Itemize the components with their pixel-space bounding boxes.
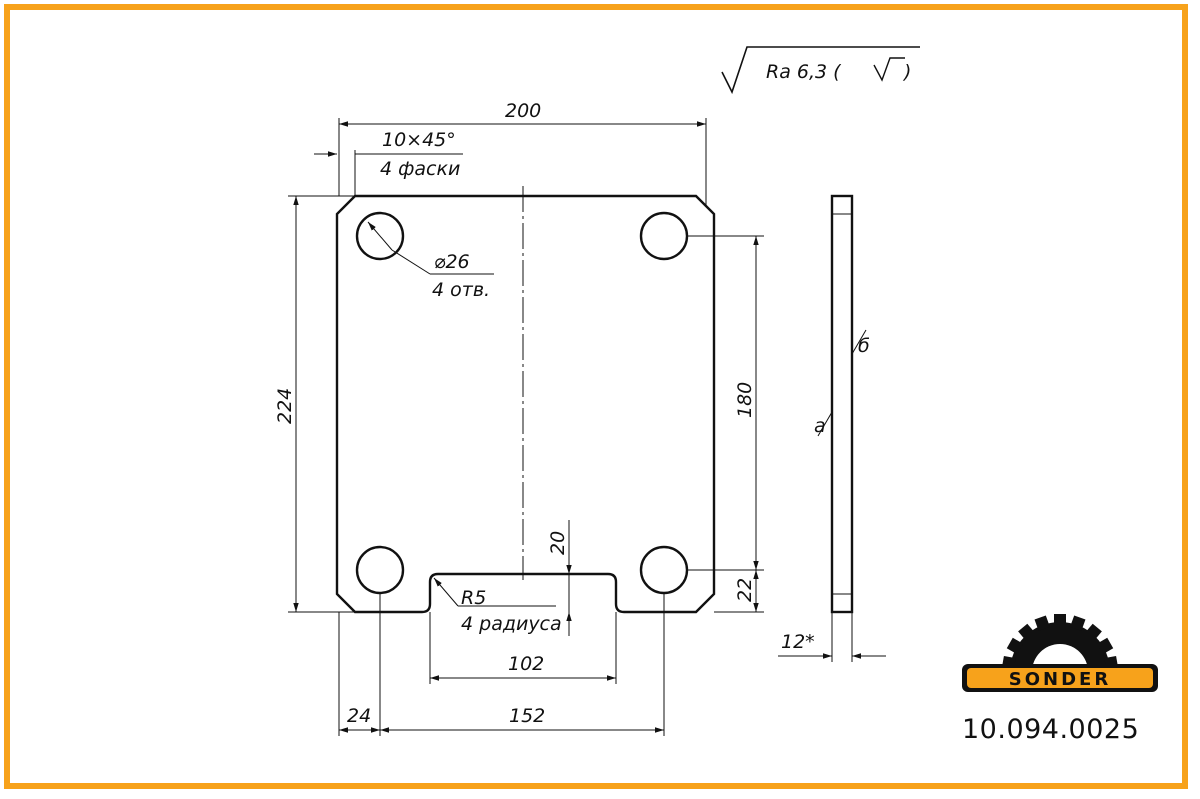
dimension-hole-offset-bottom: 22 <box>714 570 764 613</box>
dimension-height: 224 <box>274 195 355 613</box>
part-number: 10.094.0025 <box>962 714 1140 745</box>
hole-diameter-callout: ⌀26 4 отв. <box>367 221 494 301</box>
side-view: a б 12* <box>778 194 886 662</box>
dim-152-label: 152 <box>509 705 545 727</box>
slot-radius-callout: R5 4 радиуса <box>433 577 562 635</box>
sheet-border <box>4 4 1188 789</box>
hole-top-right <box>639 211 689 261</box>
dim-22-label: 22 <box>734 578 756 602</box>
hole-bottom-right <box>639 545 689 595</box>
dim-224-label: 224 <box>274 388 296 424</box>
plate-outline <box>335 194 716 614</box>
chamfer-callout: 10×45° 4 фаски <box>314 129 463 196</box>
svg-text:): ) <box>902 61 911 83</box>
dimension-hole-offsets-horizontal: 24 152 <box>338 593 665 736</box>
hole-bottom-left <box>355 545 405 595</box>
hole-top-left <box>355 211 405 261</box>
dimension-slot-depth: 20 <box>547 520 572 636</box>
side-mark-a: a <box>814 415 826 437</box>
dim-200-label: 200 <box>505 100 541 122</box>
chamfer-size-label: 10×45° <box>382 129 456 151</box>
dimension-hole-spacing-vertical: 180 <box>687 235 764 571</box>
dim-102-label: 102 <box>508 653 544 675</box>
slot-radius-label: R5 <box>461 587 486 609</box>
chamfer-note-label: 4 фаски <box>380 158 460 180</box>
sonder-logo: SONDER <box>962 614 1158 692</box>
dim-24-label: 24 <box>347 705 371 727</box>
hole-diameter-label: ⌀26 <box>434 251 470 273</box>
roughness-symbol: Ra 6,3 ( ) <box>721 46 920 95</box>
dimension-slot-width: 102 <box>429 612 617 684</box>
gear-icon <box>1001 614 1119 672</box>
dimension-overall-width: 200 <box>338 100 707 205</box>
hole-note-label: 4 отв. <box>432 279 490 301</box>
dim-thickness-label: 12* <box>781 631 815 653</box>
roughness-label: Ra 6,3 ( <box>766 61 842 83</box>
brand-name: SONDER <box>1009 669 1111 690</box>
slot-radius-note-label: 4 радиуса <box>461 613 562 635</box>
dim-180-label: 180 <box>734 382 756 418</box>
side-mark-b: б <box>858 335 870 357</box>
dim-20-label: 20 <box>547 531 569 555</box>
